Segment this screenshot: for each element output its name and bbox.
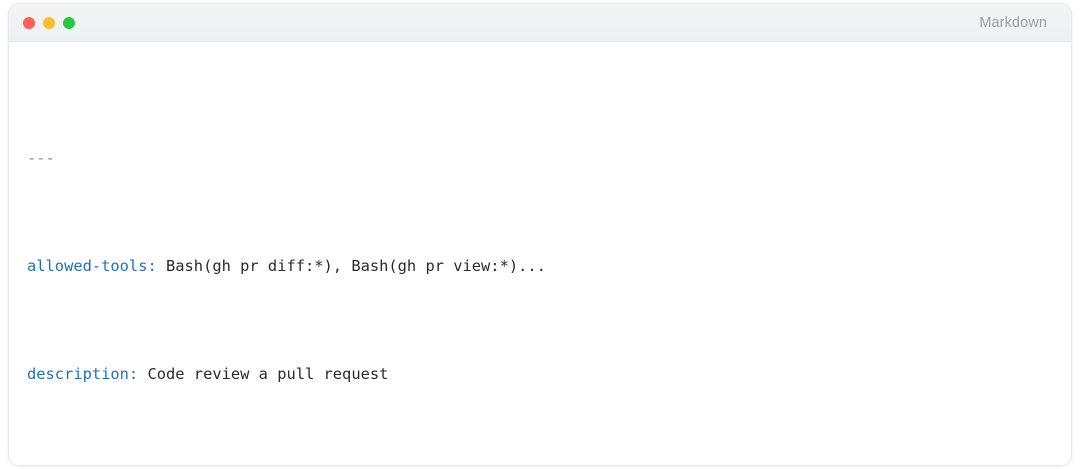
yaml-key-description: description:: [27, 365, 139, 383]
editor-window: Markdown --- allowed-tools: Bash(gh pr d…: [8, 3, 1072, 466]
traffic-light-group: [23, 16, 75, 29]
markdown-source[interactable]: --- allowed-tools: Bash(gh pr diff:*), B…: [27, 64, 1071, 465]
frontmatter-open-fence: ---: [27, 149, 55, 167]
minimize-button[interactable]: [43, 16, 55, 29]
window-titlebar: Markdown: [9, 4, 1071, 42]
yaml-key-allowed-tools: allowed-tools:: [27, 257, 157, 275]
frontmatter-entry-description: description: Code review a pull request: [27, 361, 1071, 388]
yaml-value-allowed-tools: Bash(gh pr diff:*), Bash(gh pr view:*)..…: [156, 257, 546, 275]
syntax-mode-label[interactable]: Markdown: [979, 14, 1047, 31]
yaml-value-description: Code review a pull request: [138, 365, 389, 383]
close-button[interactable]: [23, 16, 35, 29]
document-content: --- allowed-tools: Bash(gh pr diff:*), B…: [9, 42, 1071, 465]
frontmatter-entry-allowed-tools: allowed-tools: Bash(gh pr diff:*), Bash(…: [27, 253, 1071, 280]
zoom-button[interactable]: [63, 16, 75, 29]
